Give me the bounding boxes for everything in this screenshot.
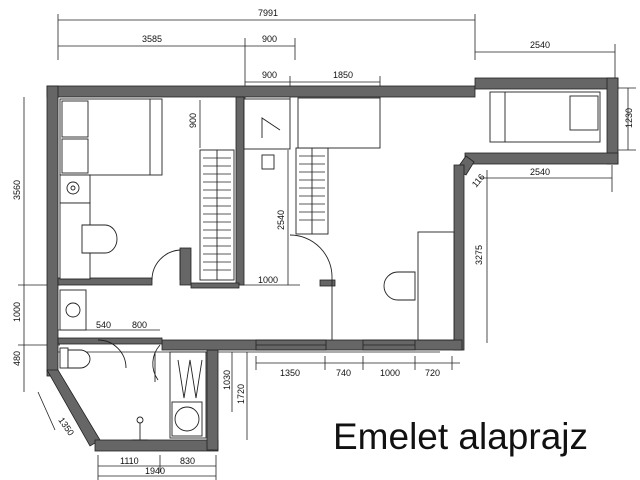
- dim-1000-bottom: 1000: [380, 368, 400, 378]
- stair-treads: [203, 155, 325, 271]
- dim-1720: 1720: [236, 384, 246, 404]
- dim-830: 830: [180, 456, 195, 466]
- furniture: [59, 91, 601, 441]
- dim-740: 740: [336, 368, 351, 378]
- dim-2540-right: 2540: [530, 167, 550, 177]
- dim-800: 800: [132, 320, 147, 330]
- dim-480: 480: [12, 351, 22, 366]
- dim-540: 540: [96, 320, 111, 330]
- dim-900-row2: 900: [262, 70, 277, 80]
- dim-2540-mid: 2540: [276, 210, 286, 230]
- windows: [255, 339, 416, 351]
- dim-1350-diagonal: 1350: [56, 415, 76, 437]
- dim-3275: 3275: [474, 245, 484, 265]
- dim-1000-left: 1000: [12, 302, 22, 322]
- dim-1940: 1940: [145, 466, 165, 476]
- dim-top-total: 7991: [258, 8, 278, 18]
- dim-900-top: 900: [262, 34, 277, 44]
- dim-2540-top: 2540: [530, 40, 550, 50]
- dim-1230: 1230: [624, 108, 634, 128]
- dim-900-mid: 900: [188, 113, 198, 128]
- dim-3585: 3585: [142, 34, 162, 44]
- dimension-lines: [18, 14, 636, 480]
- dimension-labels: 7991 3585 900 2540 900 1850 1230 2540 32…: [12, 8, 634, 476]
- dim-1030: 1030: [222, 370, 232, 390]
- dim-1350-bottom: 1350: [280, 368, 300, 378]
- shower-pattern: [177, 359, 203, 399]
- dim-3560: 3560: [12, 180, 22, 200]
- dim-1850: 1850: [333, 70, 353, 80]
- dim-116: 116: [470, 172, 487, 189]
- dim-720: 720: [425, 368, 440, 378]
- dim-1110: 1110: [120, 456, 139, 466]
- plan-caption: Emelet alaprajz: [333, 416, 589, 457]
- door-swings: [97, 234, 333, 382]
- dim-1000-mid: 1000: [258, 275, 278, 285]
